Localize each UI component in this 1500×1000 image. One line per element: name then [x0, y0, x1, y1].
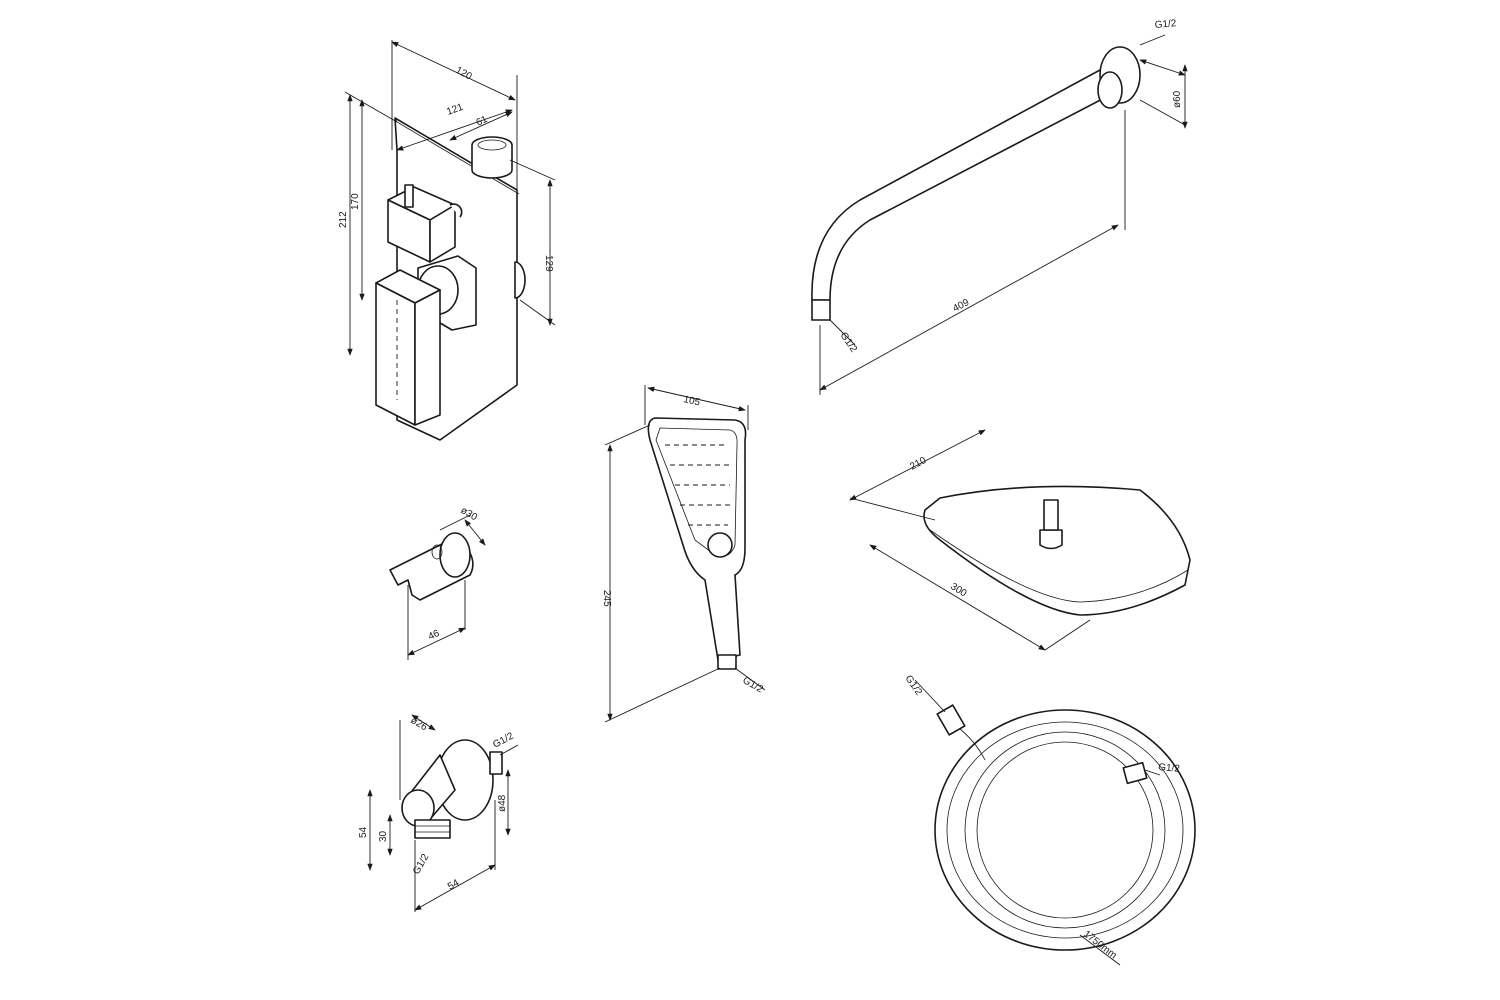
outlet-dim-54-height: 54: [358, 826, 369, 838]
hose-thread-left: G1/2: [903, 673, 925, 697]
holder-dim-diameter: ø30: [459, 505, 480, 523]
hand-shower-dim-245: 245: [601, 590, 612, 607]
outlet-dim-diameter: ø26: [409, 715, 430, 733]
head-dim-210: 210: [908, 455, 928, 473]
concealed-mixer: 120 121 61 212 170 129: [338, 40, 556, 441]
shower-arm: G1/2 ø60 409 G1/2: [811, 18, 1188, 395]
holder-dim-46: 46: [427, 628, 442, 643]
spray-nozzles: [665, 444, 730, 526]
mixer-dim-121: 121: [445, 102, 465, 118]
hand-shower-thread: G1/2: [741, 675, 766, 696]
arm-dim-flange: ø60: [1172, 90, 1183, 108]
outlet-dim-flange: ø48: [497, 794, 508, 812]
head-dim-300: 300: [948, 581, 968, 599]
outlet-dim-54-depth: 54: [446, 877, 462, 892]
mixer-dim-61: 61: [475, 114, 490, 129]
mixer-dim-129: 129: [543, 255, 554, 272]
shower-hose: G1/2 G1/2 1750mm: [903, 673, 1196, 966]
arm-dim-409: 409: [951, 297, 971, 315]
hose-thread-right: G1/2: [1158, 762, 1181, 775]
arm-thread-end: G1/2: [838, 330, 860, 354]
outlet-thread-bottom: G1/2: [411, 852, 432, 877]
hand-shower: 105 245 G1/2: [601, 385, 766, 723]
wall-outlet: ø26 G1/2 ø48 54 30 G1/2 54: [358, 714, 519, 912]
rain-shower-head: 210 300: [849, 429, 1191, 651]
hand-shower-dim-105: 105: [682, 394, 701, 408]
mixer-dim-212: 212: [338, 211, 349, 228]
arm-thread-wall: G1/2: [1154, 18, 1177, 31]
shower-holder: 46 ø30: [389, 505, 486, 660]
outlet-thread-top: G1/2: [491, 731, 516, 751]
mixer-dim-120: 120: [454, 65, 474, 83]
outlet-dim-30: 30: [378, 830, 389, 842]
mixer-dim-170: 170: [350, 193, 361, 210]
